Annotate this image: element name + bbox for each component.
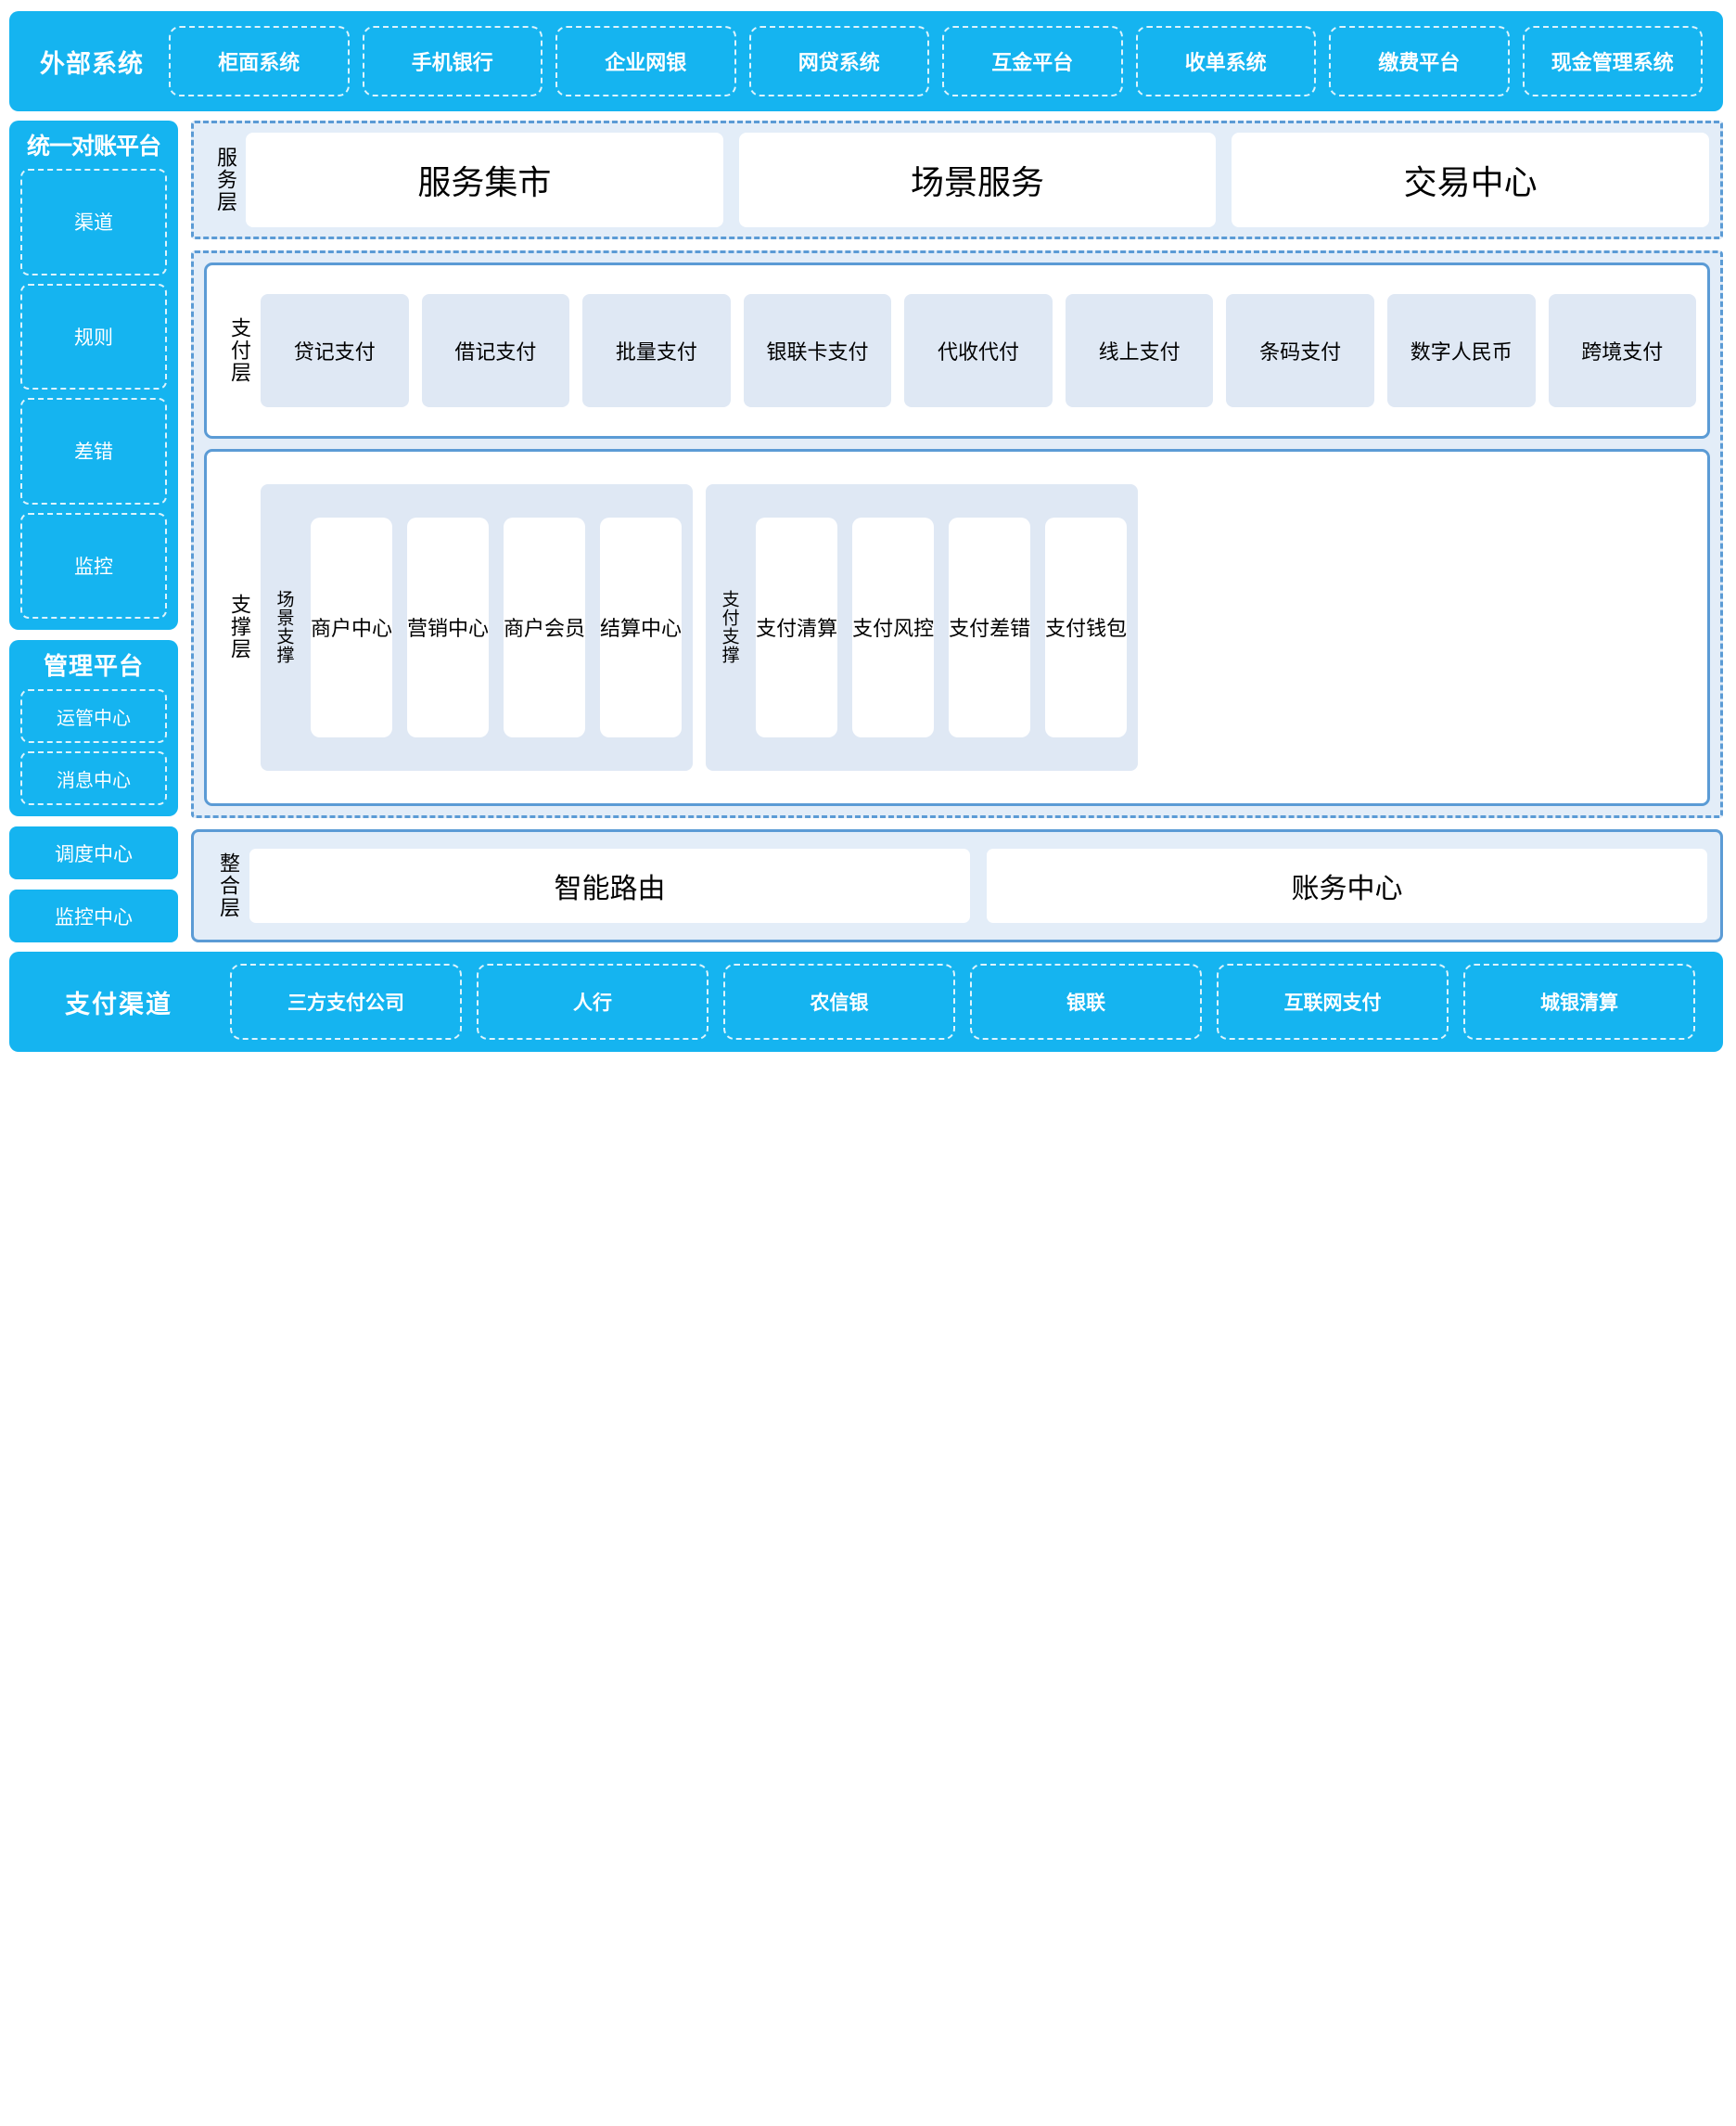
external-system-item[interactable]: 收单系统 bbox=[1135, 26, 1316, 96]
sidebar-item-monitoring-center[interactable]: 监控中心 bbox=[9, 890, 178, 942]
payment-channels-bar: 支付渠道 三方支付公司 人行 农信银 银联 互联网支付 城银清算 bbox=[9, 952, 1723, 1052]
support-layer-label: 支撑层 bbox=[228, 594, 251, 661]
support-card-payment-clearing[interactable]: 支付清算 bbox=[756, 518, 838, 737]
payment-tile-digital-rmb[interactable]: 数字人民币 bbox=[1386, 294, 1536, 407]
external-system-item[interactable]: 缴费平台 bbox=[1329, 26, 1510, 96]
scenario-support-cards: 商户中心 营销中心 商户会员 结算中心 bbox=[311, 518, 683, 737]
core-layers-group: 支付层 贷记支付 借记支付 批量支付 银联卡支付 代收代付 线上支付 条码支付 … bbox=[191, 250, 1723, 818]
support-layer: 支撑层 场景支撑 商户中心 营销中心 商户会员 结算中心 bbox=[204, 449, 1710, 806]
external-systems-title: 外部系统 bbox=[40, 49, 144, 78]
sidebar-item-error[interactable]: 差错 bbox=[20, 398, 167, 505]
integration-layer-label: 整合层 bbox=[217, 852, 240, 919]
payment-layer: 支付层 贷记支付 借记支付 批量支付 银联卡支付 代收代付 线上支付 条码支付 … bbox=[204, 263, 1710, 439]
architecture-diagram: 外部系统 柜面系统 手机银行 企业网银 网贷系统 互金平台 收单系统 缴费平台 … bbox=[9, 11, 1723, 1052]
payment-support-group: 支付支撑 支付清算 支付风控 支付差错 支付钱包 bbox=[706, 484, 1139, 771]
sidebar-item-operations-center[interactable]: 运管中心 bbox=[20, 689, 167, 743]
support-card-payment-wallet[interactable]: 支付钱包 bbox=[1045, 518, 1128, 737]
scenario-support-group: 场景支撑 商户中心 营销中心 商户会员 结算中心 bbox=[261, 484, 694, 771]
external-system-item[interactable]: 企业网银 bbox=[555, 26, 736, 96]
reconciliation-items: 渠道 规则 差错 监控 bbox=[20, 169, 167, 619]
channel-item-rcc[interactable]: 农信银 bbox=[723, 964, 955, 1040]
payment-tile-credit[interactable]: 贷记支付 bbox=[261, 294, 409, 407]
payment-tile-collection-payment[interactable]: 代收代付 bbox=[904, 294, 1053, 407]
middle-section: 统一对账平台 渠道 规则 差错 监控 管理平台 运管中心 消息中心 调度中心 监… bbox=[9, 121, 1723, 942]
reconciliation-platform-title: 统一对账平台 bbox=[26, 134, 161, 160]
service-layer-label: 服务层 bbox=[214, 147, 237, 213]
left-sidebar: 统一对账平台 渠道 规则 差错 监控 管理平台 运管中心 消息中心 调度中心 监… bbox=[9, 121, 178, 942]
management-platform-title: 管理平台 bbox=[43, 652, 144, 680]
payment-channels-items: 三方支付公司 人行 农信银 银联 互联网支付 城银清算 bbox=[215, 952, 1710, 1052]
support-layer-groups: 场景支撑 商户中心 营销中心 商户会员 结算中心 支付支撑 支付清算 bbox=[261, 484, 1696, 771]
external-system-item[interactable]: 现金管理系统 bbox=[1522, 26, 1703, 96]
support-card-marketing-center[interactable]: 营销中心 bbox=[407, 518, 490, 737]
integration-layer-cards: 智能路由 账务中心 bbox=[249, 848, 1707, 924]
payment-tile-unionpay-card[interactable]: 银联卡支付 bbox=[743, 294, 892, 407]
external-system-item[interactable]: 柜面系统 bbox=[169, 26, 350, 96]
support-card-settlement-center[interactable]: 结算中心 bbox=[600, 518, 683, 737]
payment-tile-cross-border[interactable]: 跨境支付 bbox=[1548, 294, 1697, 407]
payment-support-cards: 支付清算 支付风控 支付差错 支付钱包 bbox=[756, 518, 1128, 737]
service-card-scenario[interactable]: 场景服务 bbox=[738, 133, 1217, 227]
service-card-transaction-center[interactable]: 交易中心 bbox=[1232, 133, 1710, 227]
external-systems-bar: 外部系统 柜面系统 手机银行 企业网银 网贷系统 互金平台 收单系统 缴费平台 … bbox=[9, 11, 1723, 111]
support-card-payment-error[interactable]: 支付差错 bbox=[949, 518, 1031, 737]
payment-tile-barcode[interactable]: 条码支付 bbox=[1226, 294, 1374, 407]
sidebar-item-scheduling-center[interactable]: 调度中心 bbox=[9, 826, 178, 879]
sidebar-item-channel[interactable]: 渠道 bbox=[20, 169, 167, 275]
service-card-marketplace[interactable]: 服务集市 bbox=[246, 133, 723, 227]
payment-tile-debit[interactable]: 借记支付 bbox=[421, 294, 570, 407]
external-system-item[interactable]: 网贷系统 bbox=[748, 26, 929, 96]
support-card-merchant-member[interactable]: 商户会员 bbox=[504, 518, 586, 737]
channel-item-unionpay[interactable]: 银联 bbox=[970, 964, 1202, 1040]
external-system-item[interactable]: 手机银行 bbox=[362, 26, 542, 96]
external-system-item[interactable]: 互金平台 bbox=[942, 26, 1123, 96]
payment-channels-title: 支付渠道 bbox=[65, 990, 172, 1018]
payment-layer-label: 支付层 bbox=[228, 317, 251, 384]
sidebar-item-rule[interactable]: 规则 bbox=[20, 283, 167, 390]
support-card-merchant-center[interactable]: 商户中心 bbox=[311, 518, 393, 737]
payment-support-label: 支付支撑 bbox=[719, 590, 739, 665]
payment-tile-batch[interactable]: 批量支付 bbox=[582, 294, 731, 407]
external-systems-items: 柜面系统 手机银行 企业网银 网贷系统 互金平台 收单系统 缴费平台 现金管理系… bbox=[161, 11, 1710, 111]
support-card-payment-risk-control[interactable]: 支付风控 bbox=[852, 518, 935, 737]
integration-layer: 整合层 智能路由 账务中心 bbox=[191, 829, 1723, 942]
channel-item-internet-payment[interactable]: 互联网支付 bbox=[1217, 964, 1449, 1040]
payment-layer-tiles: 贷记支付 借记支付 批量支付 银联卡支付 代收代付 线上支付 条码支付 数字人民… bbox=[261, 294, 1697, 407]
layers-column: 服务层 服务集市 场景服务 交易中心 支付层 贷记支付 借记支付 批量支付 银联… bbox=[191, 121, 1723, 942]
payment-tile-online[interactable]: 线上支付 bbox=[1065, 294, 1214, 407]
integration-card-smart-routing[interactable]: 智能路由 bbox=[249, 848, 970, 924]
channel-item-third-party[interactable]: 三方支付公司 bbox=[230, 964, 462, 1040]
service-layer-cards: 服务集市 场景服务 交易中心 bbox=[246, 133, 1710, 227]
scenario-support-label: 场景支撑 bbox=[274, 590, 294, 665]
unified-reconciliation-platform-panel: 统一对账平台 渠道 规则 差错 监控 bbox=[9, 121, 178, 630]
sidebar-item-monitor[interactable]: 监控 bbox=[20, 512, 167, 619]
management-platform-panel: 管理平台 运管中心 消息中心 bbox=[9, 640, 178, 816]
sidebar-item-message-center[interactable]: 消息中心 bbox=[20, 751, 167, 805]
service-layer: 服务层 服务集市 场景服务 交易中心 bbox=[191, 121, 1723, 239]
management-items: 运管中心 消息中心 bbox=[20, 689, 167, 805]
channel-item-city-bank-clearing[interactable]: 城银清算 bbox=[1463, 964, 1695, 1040]
integration-card-accounting-center[interactable]: 账务中心 bbox=[987, 848, 1707, 924]
channel-item-pboc[interactable]: 人行 bbox=[477, 964, 708, 1040]
